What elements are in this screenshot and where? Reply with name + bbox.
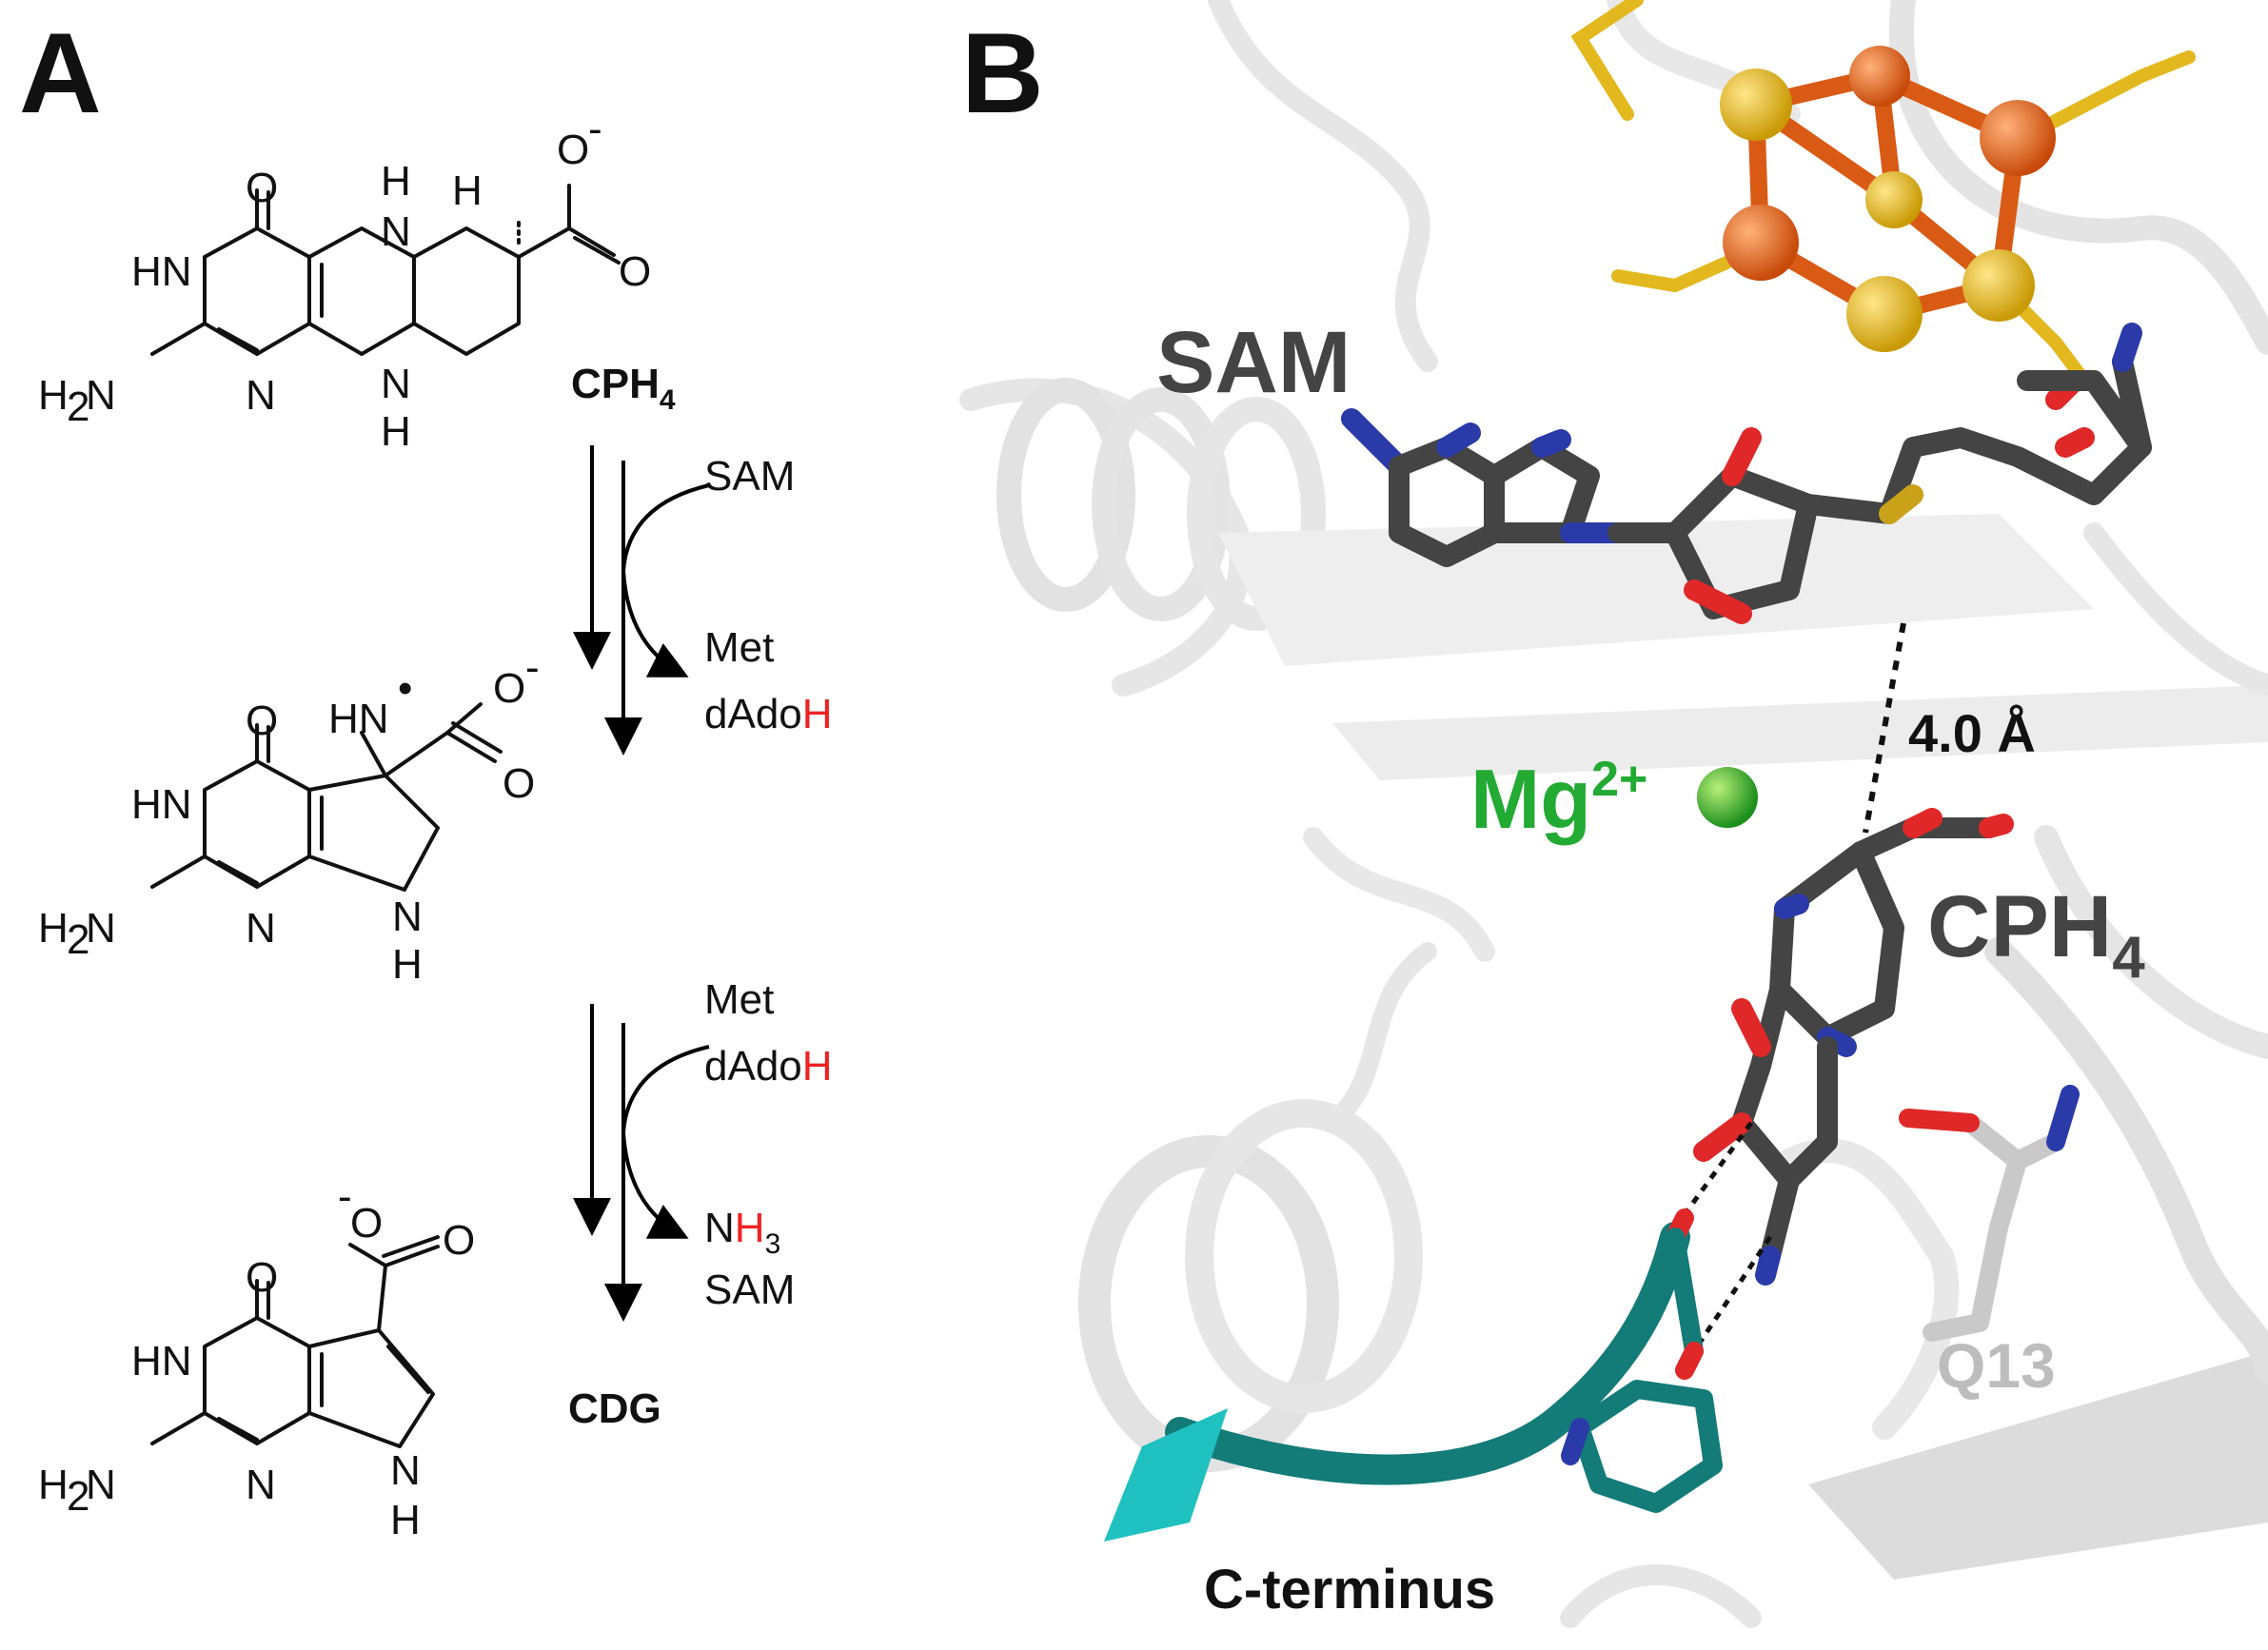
- radical-o-top: O: [246, 697, 278, 744]
- radical-nh-n: N: [392, 894, 423, 940]
- cph4-nh-top-h: H: [381, 158, 411, 205]
- cph4-carboxyl-o1: O: [557, 127, 589, 173]
- cdg-h2n-sub: 2: [67, 1473, 89, 1520]
- radical-n-ring: N: [246, 905, 276, 952]
- sam-molecule: [1341, 323, 2152, 624]
- panel-a-label: A: [19, 10, 102, 137]
- cph4-o-top: O: [246, 165, 278, 211]
- cdg-h2n-h: H: [38, 1462, 69, 1508]
- radical-carboxyl-o1: O: [493, 665, 525, 712]
- step2-curved-arrow: [621, 1045, 710, 1239]
- radical-dot: •: [398, 665, 412, 712]
- fe-atom-3: [1723, 205, 1799, 281]
- cdg-o-top: O: [246, 1254, 278, 1301]
- s-atom-3: [1962, 249, 2035, 322]
- panel-b-label: B: [961, 10, 1044, 137]
- cph4-h2n-h: H: [38, 372, 69, 419]
- mg-label: Mg2+: [1470, 752, 1647, 846]
- cph4-name: CPH4: [571, 361, 676, 416]
- mg-ion: [1697, 767, 1758, 828]
- step1-out-met: Met: [704, 624, 774, 671]
- distance-line: [1863, 622, 1906, 834]
- step2-in-dadoh: dAdoH: [704, 1043, 833, 1090]
- cdg-carboxyl-o1: O: [350, 1200, 383, 1247]
- cph4-hn: HN: [131, 248, 192, 295]
- cph4-h-red: H: [452, 167, 483, 214]
- fe4s4-cluster: [1570, 0, 2196, 387]
- s-atom-4: [1846, 276, 1923, 352]
- cph4-structure: [150, 184, 621, 356]
- cdg-carboxyl-o2: O: [443, 1217, 475, 1264]
- q13-label: Q13: [1937, 1330, 2056, 1401]
- step2-out-nh3: NH3: [704, 1205, 780, 1260]
- cph4-carboxyl-o2: O: [619, 248, 651, 295]
- cdg-structure: [150, 1235, 440, 1448]
- radical-h2n-sub: 2: [67, 916, 89, 963]
- cph4-h2n-n: N: [86, 372, 116, 419]
- cph4-nh-top-n: N: [381, 208, 411, 255]
- cph4-nh-bot-n: N: [381, 361, 411, 407]
- q13-residue: [1899, 1085, 2080, 1342]
- cph4-nh-bot-h: H: [381, 408, 411, 455]
- cdg-nh-n: N: [390, 1447, 421, 1494]
- cdg-name: CDG: [568, 1385, 661, 1432]
- radical-hn: HN: [131, 781, 192, 828]
- protein-cartoon: [959, 0, 2268, 1628]
- step2-arrows: [573, 1004, 710, 1322]
- cph4-molecule: [1693, 808, 2014, 1286]
- radical-structure: [150, 702, 503, 892]
- cdg-carboxyl-charge: -: [338, 1173, 352, 1220]
- cph4-b-label: CPH4: [1927, 878, 2145, 991]
- cdg-nh-h: H: [390, 1497, 421, 1543]
- step1-in-sam: SAM: [704, 453, 795, 500]
- cph4-carboxyl-charge: -: [588, 106, 602, 152]
- s-atom-1: [1720, 69, 1792, 141]
- sam-label: SAM: [1156, 314, 1351, 411]
- cph4-n-ring: N: [246, 372, 276, 419]
- cdg-n-ring: N: [246, 1462, 276, 1508]
- step1-curved-arrow: [621, 483, 710, 678]
- c-terminus-chain: [1104, 1208, 1723, 1542]
- radical-hn-radical: HN: [328, 696, 389, 742]
- fe-atom-1: [1980, 100, 2056, 176]
- c-terminus-label: C-terminus: [1204, 1559, 1495, 1621]
- step2-out-sam: SAM: [704, 1267, 795, 1313]
- fe-atom-2: [1849, 46, 1910, 107]
- radical-carboxyl-o2: O: [503, 760, 535, 807]
- radical-carboxyl-charge: -: [525, 644, 540, 691]
- panel-a: A O HN H 2 N N H N N H H O - O CPH4: [19, 10, 833, 1543]
- step1-arrows: [573, 445, 710, 756]
- distance-label: 4.0 Å: [1908, 703, 2036, 763]
- step2-in-met: Met: [704, 976, 774, 1023]
- cdg-h2n-n: N: [86, 1462, 116, 1508]
- panel-b: B: [959, 0, 2268, 1628]
- radical-h2n-n: N: [86, 905, 116, 952]
- s-atom-2: [1865, 171, 1923, 228]
- radical-nh-h: H: [392, 941, 423, 988]
- cdg-hn: HN: [131, 1338, 192, 1385]
- cph4-h2n-sub: 2: [67, 383, 89, 430]
- radical-h2n-h: H: [38, 905, 69, 952]
- step1-out-dadoh: dAdoH: [704, 691, 833, 737]
